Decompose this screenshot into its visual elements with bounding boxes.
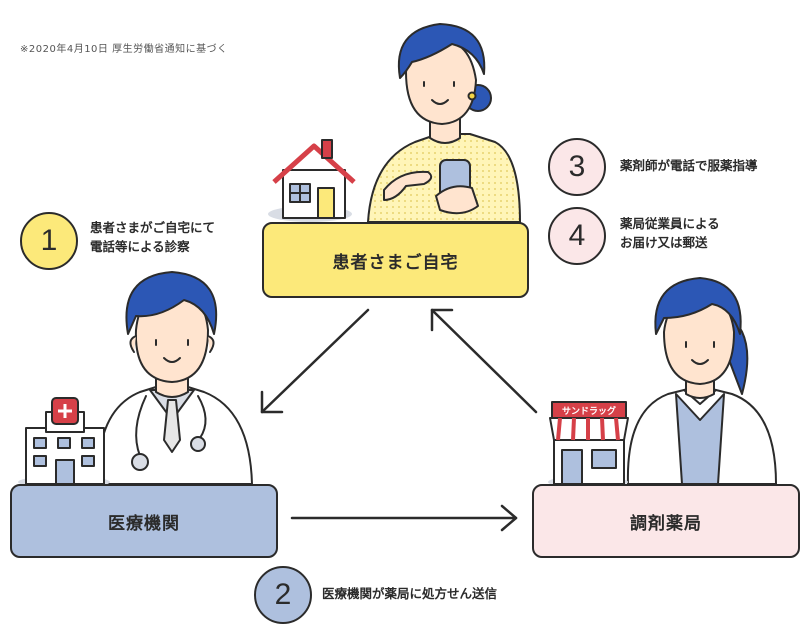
step-4-badge: 4 (548, 207, 606, 265)
arrow-home-to-clinic (260, 308, 370, 414)
step-3-number: 3 (568, 150, 586, 183)
patient-illustration (367, 23, 521, 223)
step-3-badge: 3 (548, 138, 606, 196)
step-4-line-1: 薬局従業員による (620, 216, 720, 231)
node-patient-home: 患者さまご自宅 (262, 222, 529, 298)
node-medical-institution: 医療機関 (10, 484, 278, 558)
step-4-text: 薬局従業員による お届け又は郵送 (620, 214, 720, 252)
pharmacy-store-illustration (548, 401, 629, 488)
step-1-line-1: 患者さまがご自宅にて (90, 220, 216, 235)
node-patient-home-label: 患者さまご自宅 (332, 252, 459, 273)
step-3-text: 薬剤師が電話で服薬指導 (620, 156, 758, 175)
step-2-number: 2 (274, 578, 292, 611)
step-2-badge: 2 (254, 566, 312, 624)
doctor-illustration (96, 271, 253, 485)
step-4-number: 4 (568, 219, 586, 252)
pharmacist-illustration (626, 277, 777, 485)
arrow-pharmacy-to-home (430, 308, 538, 414)
arrow-clinic-to-pharmacy (290, 504, 518, 532)
step-1-line-2: 電話等による診察 (90, 239, 190, 254)
node-dispensing-pharmacy-label: 調剤薬局 (630, 513, 702, 534)
step-2-line-1: 医療機関が薬局に処方せん送信 (322, 586, 498, 601)
node-medical-institution-label: 医療機関 (108, 513, 180, 534)
step-1-number: 1 (40, 224, 58, 257)
step-2-text: 医療機関が薬局に処方せん送信 (322, 584, 497, 603)
footnote: ※2020年4月10日 厚生労働省通知に基づく (20, 44, 228, 55)
pharmacy-sign: サンドラッグ (562, 405, 616, 417)
step-1-text: 患者さまがご自宅にて 電話等による診察 (90, 218, 215, 256)
step-3-line-1: 薬剤師が電話で服薬指導 (620, 158, 758, 173)
node-dispensing-pharmacy: 調剤薬局 (532, 484, 800, 558)
house-illustration (268, 139, 356, 222)
hospital-illustration (18, 397, 110, 488)
step-1-badge: 1 (20, 212, 78, 270)
step-4-line-2: お届け又は郵送 (620, 235, 708, 250)
